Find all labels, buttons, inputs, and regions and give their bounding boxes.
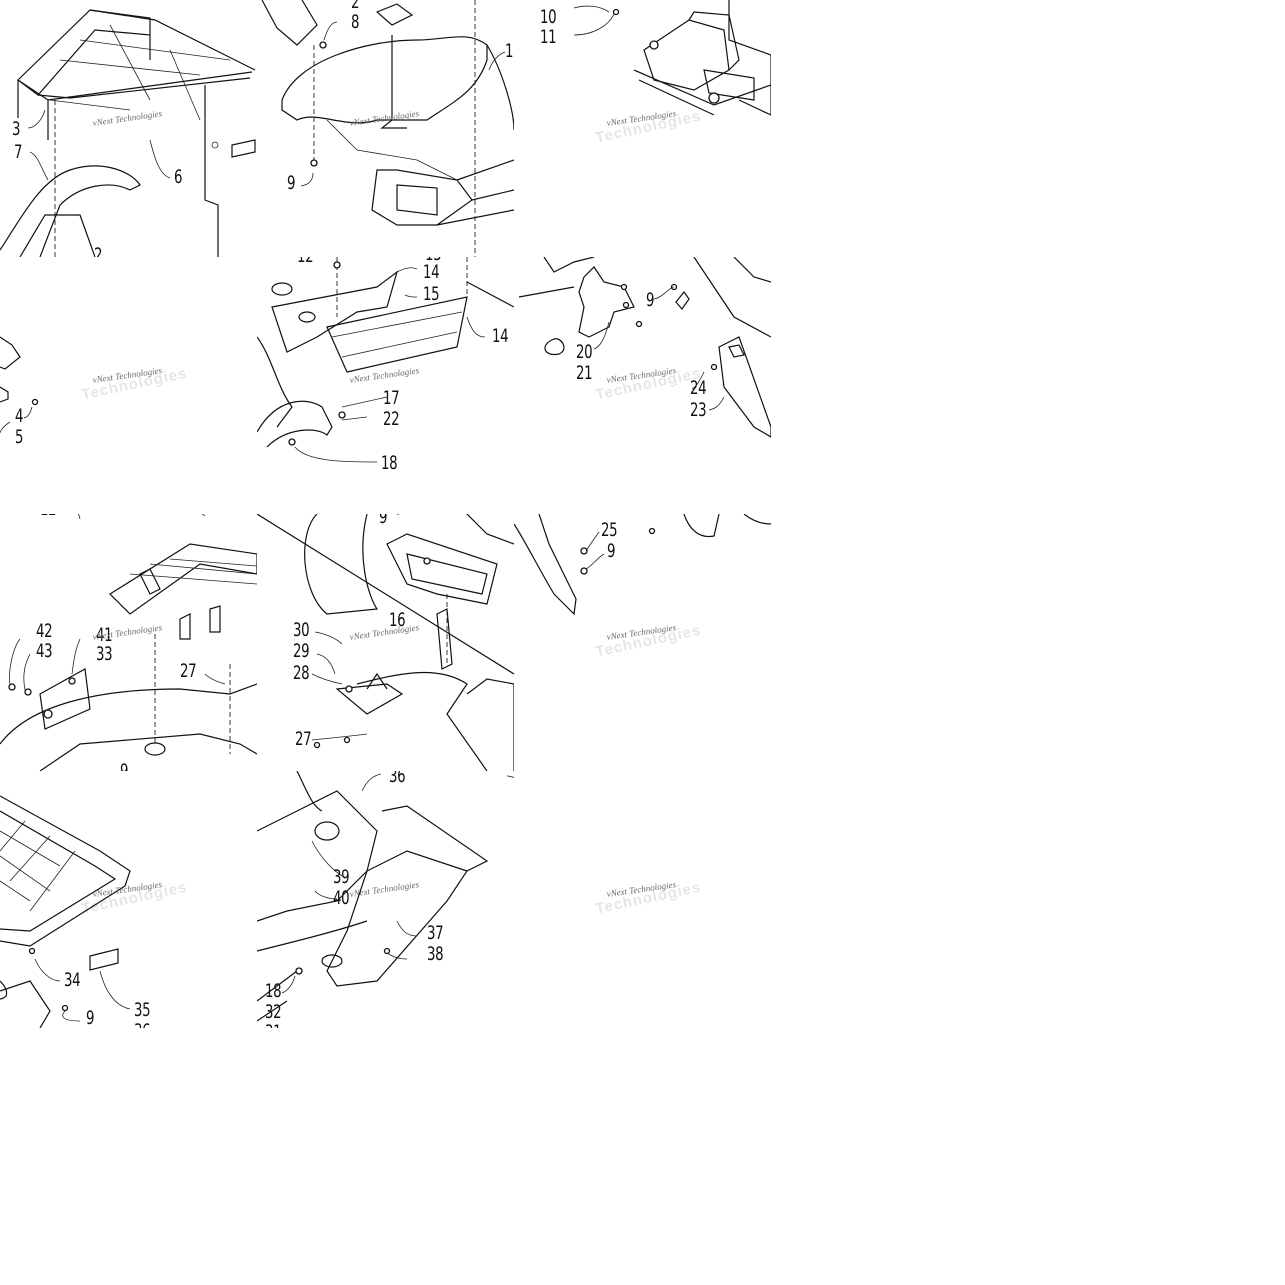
callout-35: 35 [134,999,151,1021]
front-body-drawing [261,0,514,257]
callout-30: 30 [293,619,310,641]
callout-22: 22 [383,408,400,430]
front-rack-drawing [0,9,256,257]
callout-12: 12 [40,514,57,519]
callout-11: 11 [540,26,557,48]
rear-fender-drawing [257,514,514,771]
callout-14b: 14 [492,325,509,347]
callout-16: 16 [389,609,406,631]
callout-9: 9 [86,1007,95,1028]
diagram-tile-rear-body: 26 36 31 39 40 37 38 18 32 31 vNext Tech… [257,771,514,1028]
callout-23: 23 [690,399,707,421]
callout-6: 6 [174,166,183,188]
rear-rack-detail-drawing [0,795,131,1028]
callout-40: 40 [333,887,350,909]
diagram-tile-rear-fender: 19 9 16 30 29 28 27 vNext Technologies [257,514,514,771]
diagram-tile-front-body: 2 8 1 9 vNext Technologies [257,0,514,257]
callout-20: 20 [576,341,593,363]
callout-43: 43 [36,640,53,662]
callout-33: 33 [96,643,113,665]
callout-27: 27 [180,660,197,682]
side-panels-drawing [257,257,514,463]
callout-13: 13 [166,514,183,516]
callout-4: 4 [15,405,24,427]
callout-39: 39 [333,866,350,888]
callout-36: 36 [134,1022,151,1029]
callout-1: 1 [505,40,514,62]
callout-18: 18 [265,980,282,1002]
callout-18: 18 [381,452,398,474]
mud-flaps-drawing [518,257,771,438]
callout-32: 32 [265,1001,282,1023]
rear-rack-drawing [0,514,257,771]
diagram-tile-frame: 10 11 vNext Technologies Technologies [514,0,771,257]
callout-34: 34 [64,969,81,991]
callout-14: 14 [423,261,440,283]
callout-9: 9 [607,540,616,562]
callout-28: 28 [293,662,310,684]
callout-3: 3 [12,118,21,140]
callout-27: 27 [295,728,312,750]
callout-15: 15 [423,283,440,305]
diagram-tile-rack-bracket: 4 5 vNext Technologies Technologies [0,257,257,514]
callout-24: 24 [690,377,707,399]
frame-drawing [573,0,771,116]
callout-12: 12 [297,257,314,266]
callout-21: 21 [576,362,593,384]
diagram-tile-blank: vNext Technologies Technologies [514,771,771,1028]
callout-42: 42 [36,620,53,642]
fender-flap-drawing [514,514,771,616]
diagram-tile-front-rack: 3 7 6 2 vNext Technologies [0,0,257,257]
callout-9: 9 [646,289,655,311]
callout-36: 36 [389,771,406,787]
diagram-tile-mud-flaps: 9 20 21 24 23 vNext Technologies Technol… [514,257,771,514]
callout-9: 9 [287,172,296,194]
callout-8: 8 [351,11,360,33]
callout-31b: 31 [265,1023,282,1029]
rack-bracket-drawing [0,336,39,434]
callout-25: 25 [601,519,618,541]
callout-9: 9 [379,514,388,528]
rear-body-drawing [257,771,514,1022]
callout-5: 5 [15,426,24,448]
callout-2: 2 [94,244,103,258]
callout-9b: 9 [120,760,129,772]
callout-38: 38 [427,943,444,965]
callout-10: 10 [540,6,557,28]
callout-17: 17 [383,387,400,409]
callout-2: 2 [351,0,360,13]
diagram-tile-fender-flap: 25 9 vNext Technologies Technologies [514,514,771,771]
diagram-tile-rear-rack: 9 12 13 42 43 41 33 27 9 vNext Technolog… [0,514,257,771]
diagram-tile-side-panels: 12 13 14 15 14 17 22 18 vNext Technologi… [257,257,514,514]
callout-7: 7 [14,141,23,163]
callout-41: 41 [96,624,113,646]
diagram-tile-rear-rack-detail: 34 9 35 36 vNext Technologies Technologi… [0,771,257,1028]
callout-29: 29 [293,640,310,662]
callout-37: 37 [427,922,444,944]
callout-13: 13 [425,257,442,264]
